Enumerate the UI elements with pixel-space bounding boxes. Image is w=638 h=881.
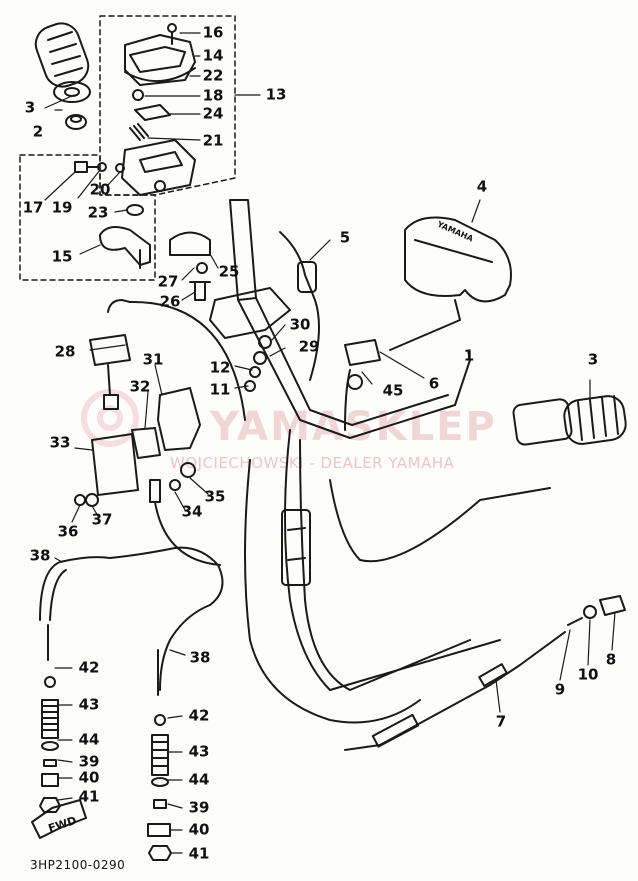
- callout-38-left: 38: [29, 546, 51, 565]
- callout-42-right: 42: [188, 706, 210, 725]
- callout-39-right: 39: [188, 798, 210, 817]
- callout-11: 11: [209, 380, 231, 399]
- callout-37: 37: [91, 510, 113, 529]
- throttle-cover: [124, 23, 196, 86]
- callout-18: 18: [202, 86, 224, 105]
- callout-43-left: 43: [78, 695, 100, 714]
- left-grip: [34, 22, 91, 103]
- callout-30: 30: [289, 315, 311, 334]
- callout-17: 17: [22, 198, 44, 217]
- callout-16: 16: [202, 23, 224, 42]
- callout-32: 32: [129, 377, 151, 396]
- throttle-housing: [121, 139, 196, 196]
- callout-40-left: 40: [78, 768, 100, 787]
- callout-9: 9: [554, 680, 566, 699]
- callout-3-left: 3: [24, 98, 36, 117]
- callout-45: 45: [382, 381, 404, 400]
- callout-22: 22: [202, 66, 224, 85]
- throttle-lever: [99, 225, 151, 266]
- handlebar: [229, 199, 471, 439]
- callout-36: 36: [57, 522, 79, 541]
- callout-21: 21: [202, 131, 224, 150]
- fastener-stack-left: [39, 676, 61, 813]
- callout-44-right: 44: [188, 770, 210, 789]
- callout-3-right: 3: [587, 350, 599, 369]
- callout-31: 31: [142, 350, 164, 369]
- callout-33: 33: [49, 433, 71, 452]
- callout-25: 25: [218, 262, 240, 281]
- callout-10: 10: [577, 665, 599, 684]
- fastener-stack-right: [147, 714, 172, 861]
- callout-8: 8: [605, 650, 617, 669]
- fwd-arrow-icon: [31, 799, 87, 839]
- watermark-gear-icon: [81, 389, 139, 447]
- callout-5: 5: [339, 228, 351, 247]
- callout-1: 1: [463, 346, 475, 365]
- callout-35: 35: [204, 487, 226, 506]
- callout-2: 2: [32, 122, 44, 141]
- watermark-tagline: WOJCIECHOWSKI - DEALER YAMAHA: [170, 454, 455, 472]
- callout-39-left: 39: [78, 752, 100, 771]
- callout-40-right: 40: [188, 820, 210, 839]
- callout-26: 26: [159, 292, 181, 311]
- callout-19: 19: [51, 198, 73, 217]
- right-grip: [512, 395, 627, 446]
- callout-24: 24: [202, 104, 224, 123]
- callout-29: 29: [298, 337, 320, 356]
- handlebar-cover: [404, 216, 512, 303]
- callout-12: 12: [209, 358, 231, 377]
- callout-4: 4: [476, 177, 488, 196]
- callout-41-right: 41: [188, 844, 210, 863]
- callout-6: 6: [428, 374, 440, 393]
- callout-44-left: 44: [78, 730, 100, 749]
- callout-14: 14: [202, 46, 224, 65]
- group-box: [19, 15, 236, 281]
- callout-38-right: 38: [189, 648, 211, 667]
- callout-42-left: 42: [78, 658, 100, 677]
- callout-15: 15: [51, 247, 73, 266]
- master-cylinder: [157, 387, 201, 451]
- cable-junction: [281, 509, 311, 586]
- callout-28: 28: [54, 342, 76, 361]
- callout-13: 13: [265, 85, 287, 104]
- callout-23: 23: [87, 203, 109, 222]
- callout-34: 34: [181, 502, 203, 521]
- callout-43-right: 43: [188, 742, 210, 761]
- callout-7: 7: [495, 712, 507, 731]
- callout-27: 27: [157, 272, 179, 291]
- diagram-code: 3HP2100-0290: [30, 858, 126, 872]
- callout-20: 20: [89, 180, 111, 199]
- callout-41-left: 41: [78, 787, 100, 806]
- watermark-brand: YAMASKLEP: [210, 404, 497, 450]
